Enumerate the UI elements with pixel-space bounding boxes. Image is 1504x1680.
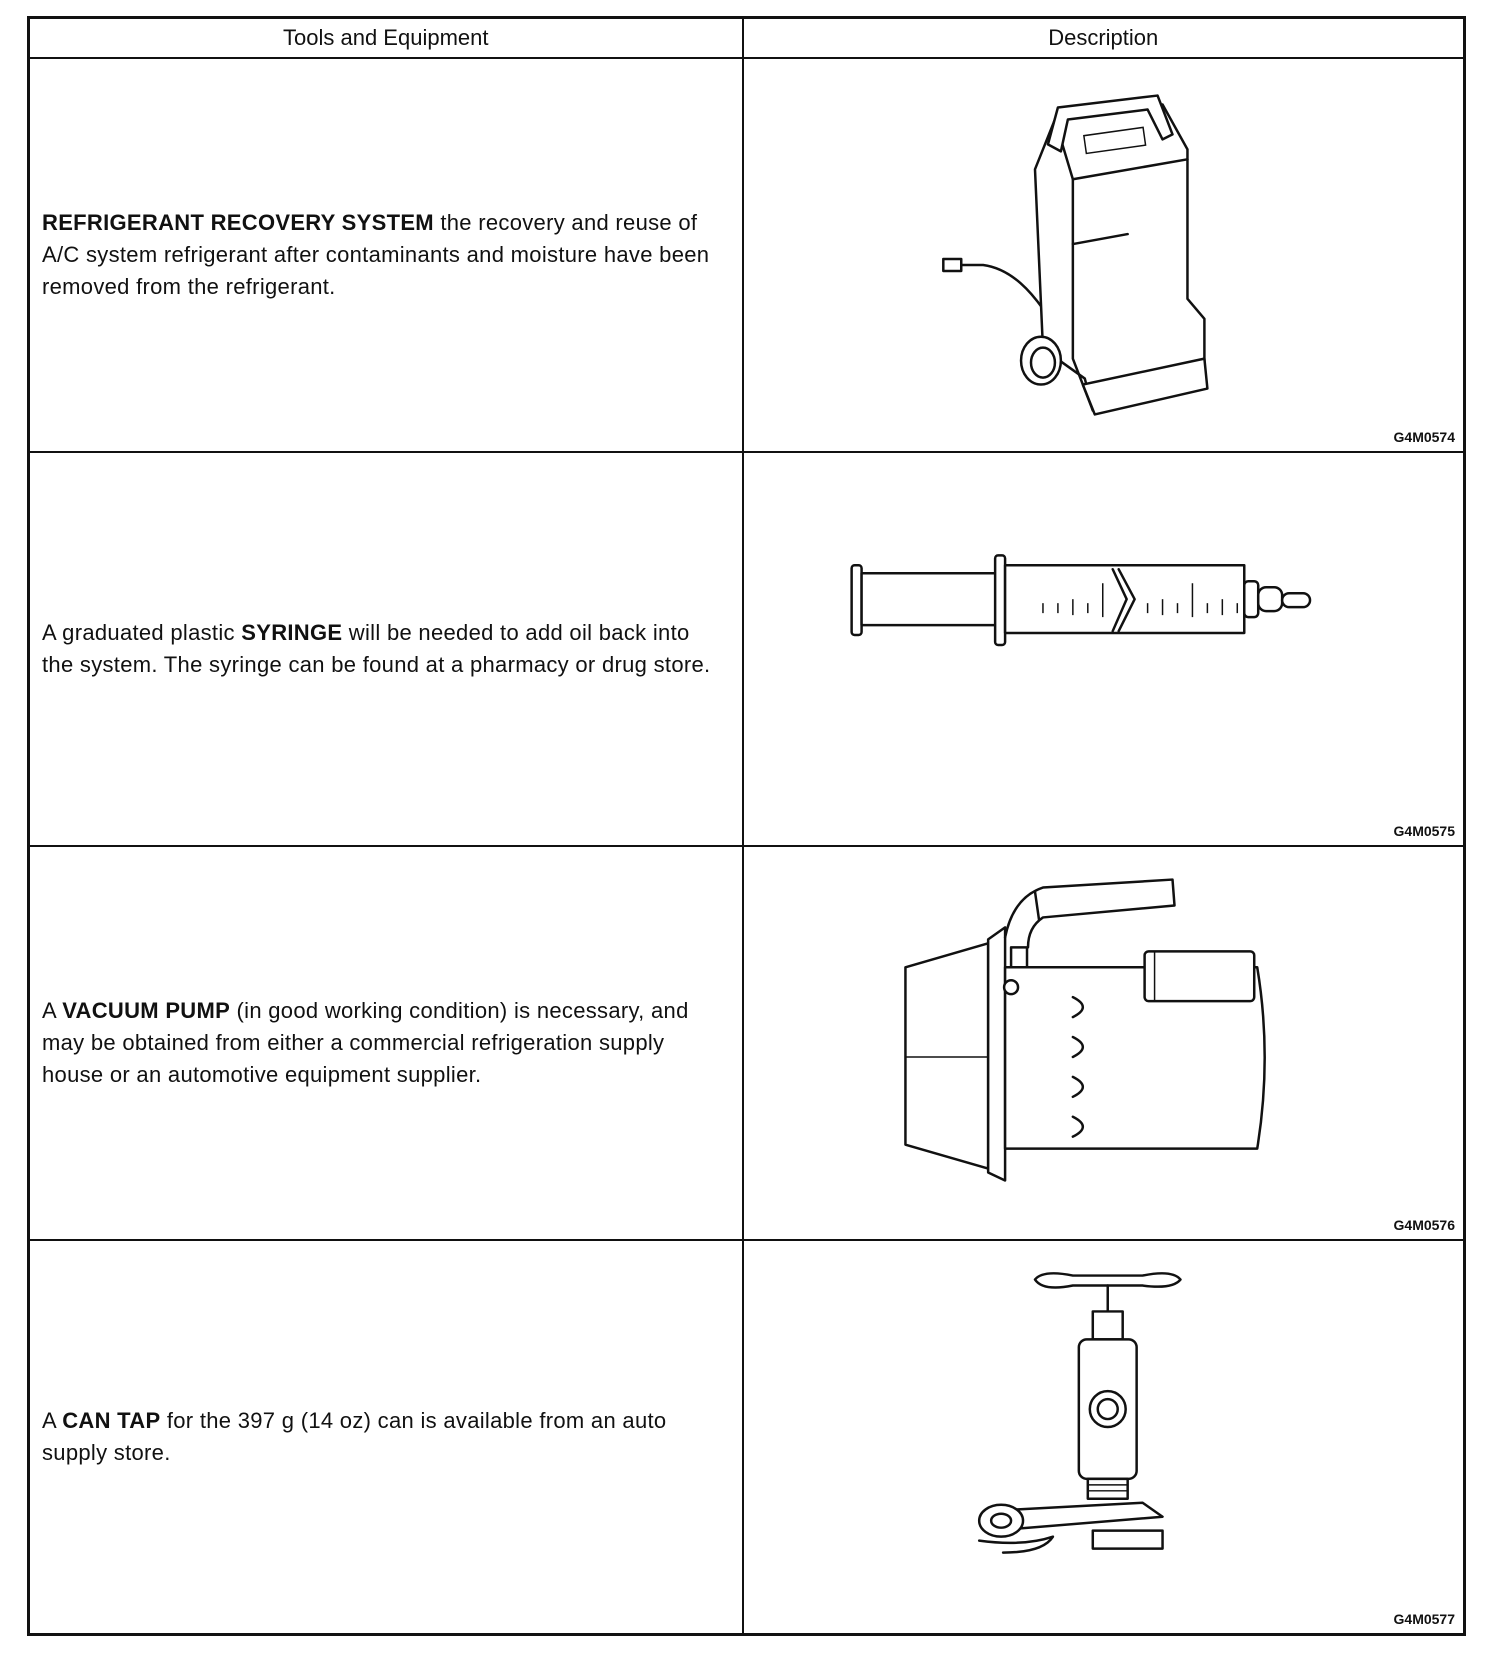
tool-name: REFRIGERANT RECOVERY SYSTEM bbox=[42, 210, 434, 235]
figure-cell: G4M0575 bbox=[741, 451, 1466, 847]
tool-name: VACUUM PUMP bbox=[62, 998, 231, 1023]
tools-equipment-table: Tools and Equipment Description REFRIGER… bbox=[27, 16, 1466, 1636]
tool-name: SYRINGE bbox=[241, 620, 343, 645]
tool-cell: A VACUUM PUMP (in good working condition… bbox=[27, 845, 744, 1241]
text-pre: A bbox=[42, 1408, 63, 1433]
figure-code: G4M0574 bbox=[1393, 429, 1455, 445]
text-pre: A graduated plastic bbox=[42, 620, 242, 645]
figure-code: G4M0577 bbox=[1393, 1611, 1455, 1627]
refrigerant-recovery-unit-icon bbox=[941, 94, 1209, 416]
text-post: the recovery and reuse of A/C system ref… bbox=[42, 210, 710, 299]
tool-description-text: A graduated plastic SYRINGE will be need… bbox=[42, 617, 716, 681]
tool-description-text: REFRIGERANT RECOVERY SYSTEM the recovery… bbox=[42, 207, 716, 303]
header-description: Description bbox=[741, 16, 1466, 59]
text-post: will be needed to add oil back into the … bbox=[42, 620, 711, 677]
text-post: (in good working condition) is necessary… bbox=[42, 998, 689, 1087]
tool-cell: A graduated plastic SYRINGE will be need… bbox=[27, 451, 744, 847]
table-row: A CAN TAP for the 397 g (14 oz) can is a… bbox=[27, 1239, 1466, 1636]
table-row: A graduated plastic SYRINGE will be need… bbox=[27, 451, 1466, 847]
text-post: for the 397 g (14 oz) can is available f… bbox=[42, 1408, 667, 1465]
figure-cell: G4M0577 bbox=[741, 1239, 1466, 1636]
syringe-icon bbox=[849, 554, 1311, 647]
tool-cell: A CAN TAP for the 397 g (14 oz) can is a… bbox=[27, 1239, 744, 1636]
tool-description-text: A VACUUM PUMP (in good working condition… bbox=[42, 995, 716, 1091]
vacuum-pump-icon bbox=[903, 878, 1266, 1182]
tool-name: CAN TAP bbox=[62, 1408, 161, 1433]
text-pre: A bbox=[42, 998, 63, 1023]
can-tap-icon bbox=[977, 1272, 1182, 1554]
tool-cell: REFRIGERANT RECOVERY SYSTEM the recovery… bbox=[27, 57, 744, 453]
table-header-row: Tools and Equipment Description bbox=[27, 16, 1466, 59]
table-row: REFRIGERANT RECOVERY SYSTEM the recovery… bbox=[27, 57, 1466, 453]
figure-code: G4M0575 bbox=[1393, 823, 1455, 839]
table-row: A VACUUM PUMP (in good working condition… bbox=[27, 845, 1466, 1241]
figure-code: G4M0576 bbox=[1393, 1217, 1455, 1233]
figure-cell: G4M0574 bbox=[741, 57, 1466, 453]
figure-cell: G4M0576 bbox=[741, 845, 1466, 1241]
tool-description-text: A CAN TAP for the 397 g (14 oz) can is a… bbox=[42, 1405, 716, 1469]
header-tools-and-equipment: Tools and Equipment bbox=[27, 16, 744, 59]
